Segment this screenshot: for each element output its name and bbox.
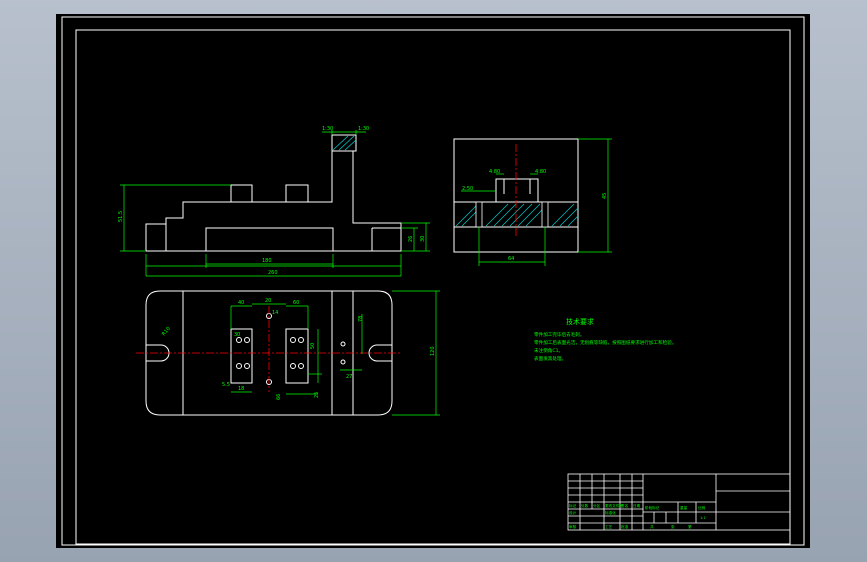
front-view <box>145 134 402 252</box>
plan-dim-g: 18 <box>238 386 244 392</box>
tb-date: 日期 <box>633 503 641 508</box>
side-dim-slot-left: 4:80 <box>489 169 500 175</box>
tb-standard: 标准化 <box>605 510 616 515</box>
plan-dim-d: 14 <box>272 310 278 316</box>
tb-mark: 标记 <box>569 503 577 508</box>
plan-dim-a: 40 <box>238 300 244 306</box>
front-dim-inner-width: 180 <box>262 258 272 264</box>
inner-frame <box>75 29 791 545</box>
front-view-dim-text: 1:30 1:30 51.5 180 260 26 30 <box>118 126 426 276</box>
side-view-dimensions <box>461 138 612 266</box>
tb-scale: 比例 <box>698 505 706 510</box>
tb-sign: 签名 <box>621 503 629 508</box>
tb-scale-value: 1:1 <box>700 516 706 520</box>
side-dim-bottom: 64 <box>508 256 514 262</box>
tb-zone: 分区 <box>593 503 601 508</box>
tech-req-line-4: 表面发黑处理。 <box>534 355 566 362</box>
front-dim-right-small: 26 <box>408 236 414 242</box>
plan-dim-h: 66 <box>276 394 282 400</box>
plan-view-centerlines <box>136 306 401 392</box>
front-view-hatch <box>332 135 357 151</box>
cad-drawing: 1:30 1:30 51.5 180 260 26 30 <box>61 16 805 546</box>
front-view-dimensions <box>120 130 430 277</box>
tech-req-title: 技术要求 <box>566 317 594 326</box>
tb-approve: 批准 <box>621 524 629 529</box>
plan-view <box>145 290 393 416</box>
outer-frame <box>61 16 805 546</box>
plan-dim-k: 78 <box>358 316 364 322</box>
front-dim-top-left: 1:30 <box>322 126 333 132</box>
tb-process: 工艺 <box>605 524 613 529</box>
tb-design: 设计 <box>569 510 577 515</box>
tech-req-line-1: 零件加工完毕后去毛刺。 <box>534 331 585 338</box>
tb-stage-mark: 阶段标记 <box>645 505 660 510</box>
tb-weight: 重量 <box>680 505 688 510</box>
side-dim-left-slot: 2:50 <box>462 186 473 192</box>
tech-req-line-2: 零件加工后表面光洁，无划痕等缺陷，按照图纸要求进行加工和检验。 <box>534 339 676 346</box>
title-block <box>567 473 791 531</box>
front-dim-left-height: 51.5 <box>118 211 124 222</box>
front-dim-right-large: 30 <box>420 236 426 242</box>
plan-dim-f: 5.5 <box>222 382 230 388</box>
title-block-text: 标记 处数 分区 更改文件号 签名 日期 设计 标准化 审核 工艺 批准 阶段标… <box>569 503 706 529</box>
front-dim-total-width: 260 <box>268 270 278 276</box>
plan-dim-j: 27 <box>346 374 352 380</box>
tb-sheet: 张 <box>671 524 675 529</box>
plan-dim-m: 120 <box>430 346 436 356</box>
plan-dim-e: 30 <box>234 332 240 338</box>
tb-review: 审核 <box>569 524 577 529</box>
front-dim-top-right: 1:30 <box>358 126 369 132</box>
side-dim-slot-right: 4:80 <box>535 169 546 175</box>
plan-view-dim-text: R10 40 20 60 14 30 5.5 18 66 25 27 78 50… <box>161 298 436 400</box>
plan-dim-angle: R10 <box>161 326 172 337</box>
plan-dim-c: 60 <box>293 300 299 306</box>
plan-view-dimensions <box>230 290 440 416</box>
side-view-hatch <box>455 201 579 228</box>
tb-count: 处数 <box>581 503 589 508</box>
tb-sheet-no: 第 <box>688 524 692 529</box>
plan-dim-l: 50 <box>310 343 316 349</box>
side-dim-height: 45 <box>602 193 608 199</box>
technical-requirements: 技术要求 零件加工完毕后去毛刺。 零件加工后表面光洁，无划痕等缺陷，按照图纸要求… <box>534 317 676 362</box>
side-view-dim-text: 2:50 4:80 4:80 45 64 <box>462 169 608 262</box>
tb-sheet-total: 共 <box>650 524 654 529</box>
plan-dim-i: 25 <box>314 392 320 398</box>
tb-change-doc: 更改文件号 <box>605 503 623 508</box>
cad-drawing-area[interactable]: 1:30 1:30 51.5 180 260 26 30 <box>56 14 810 548</box>
plan-dim-b: 20 <box>265 298 271 304</box>
tech-req-line-3: 未注倒角C1。 <box>534 347 563 354</box>
